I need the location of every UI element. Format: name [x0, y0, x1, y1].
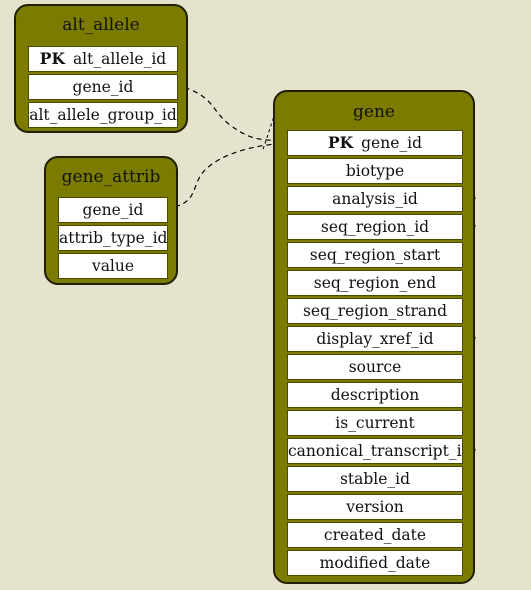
field-canonical-transcript-id[interactable]: canonical_transcript_id	[287, 438, 463, 464]
field-source[interactable]: source	[287, 354, 463, 380]
relation-gene-attrib-gene	[165, 137, 290, 209]
field-gene-id[interactable]: gene_id	[28, 74, 178, 100]
field-label: gene_id	[361, 134, 423, 152]
pk-label: PK	[327, 133, 354, 152]
field-is-current[interactable]: is_current	[287, 410, 463, 436]
field-attrib-type-id[interactable]: attrib_type_id	[58, 225, 168, 251]
table-gene-attrib[interactable]: gene_attrib gene_id attrib_type_id value	[44, 156, 178, 285]
field-version[interactable]: version	[287, 494, 463, 520]
field-gene-id[interactable]: gene_id	[58, 197, 168, 223]
field-alt-allele-group-id[interactable]: alt_allele_group_id	[28, 102, 178, 128]
field-seq-region-start[interactable]: seq_region_start	[287, 242, 463, 268]
table-title: alt_allele	[62, 15, 140, 35]
field-created-date[interactable]: created_date	[287, 522, 463, 548]
pk-label: PK	[39, 49, 65, 68]
field-gene-id[interactable]: PK gene_id	[287, 130, 463, 156]
field-biotype[interactable]: biotype	[287, 158, 463, 184]
table-alt-allele[interactable]: alt_allele PK alt_allele_id gene_id alt_a…	[14, 4, 188, 133]
table-title: gene_attrib	[61, 167, 161, 187]
table-title: gene	[353, 102, 395, 122]
field-description[interactable]: description	[287, 382, 463, 408]
field-display-xref-id[interactable]: display_xref_id	[287, 326, 463, 352]
field-analysis-id[interactable]: analysis_id	[287, 186, 463, 212]
field-seq-region-id[interactable]: seq_region_id	[287, 214, 463, 240]
field-alt-allele-id[interactable]: PK alt_allele_id	[28, 46, 178, 72]
field-stable-id[interactable]: stable_id	[287, 466, 463, 492]
field-seq-region-strand[interactable]: seq_region_strand	[287, 298, 463, 324]
field-modified-date[interactable]: modified_date	[287, 550, 463, 576]
field-value[interactable]: value	[58, 253, 168, 279]
relation-alt-allele-gene	[175, 84, 290, 147]
field-label: alt_allele_id	[72, 50, 167, 68]
field-seq-region-end[interactable]: seq_region_end	[287, 270, 463, 296]
